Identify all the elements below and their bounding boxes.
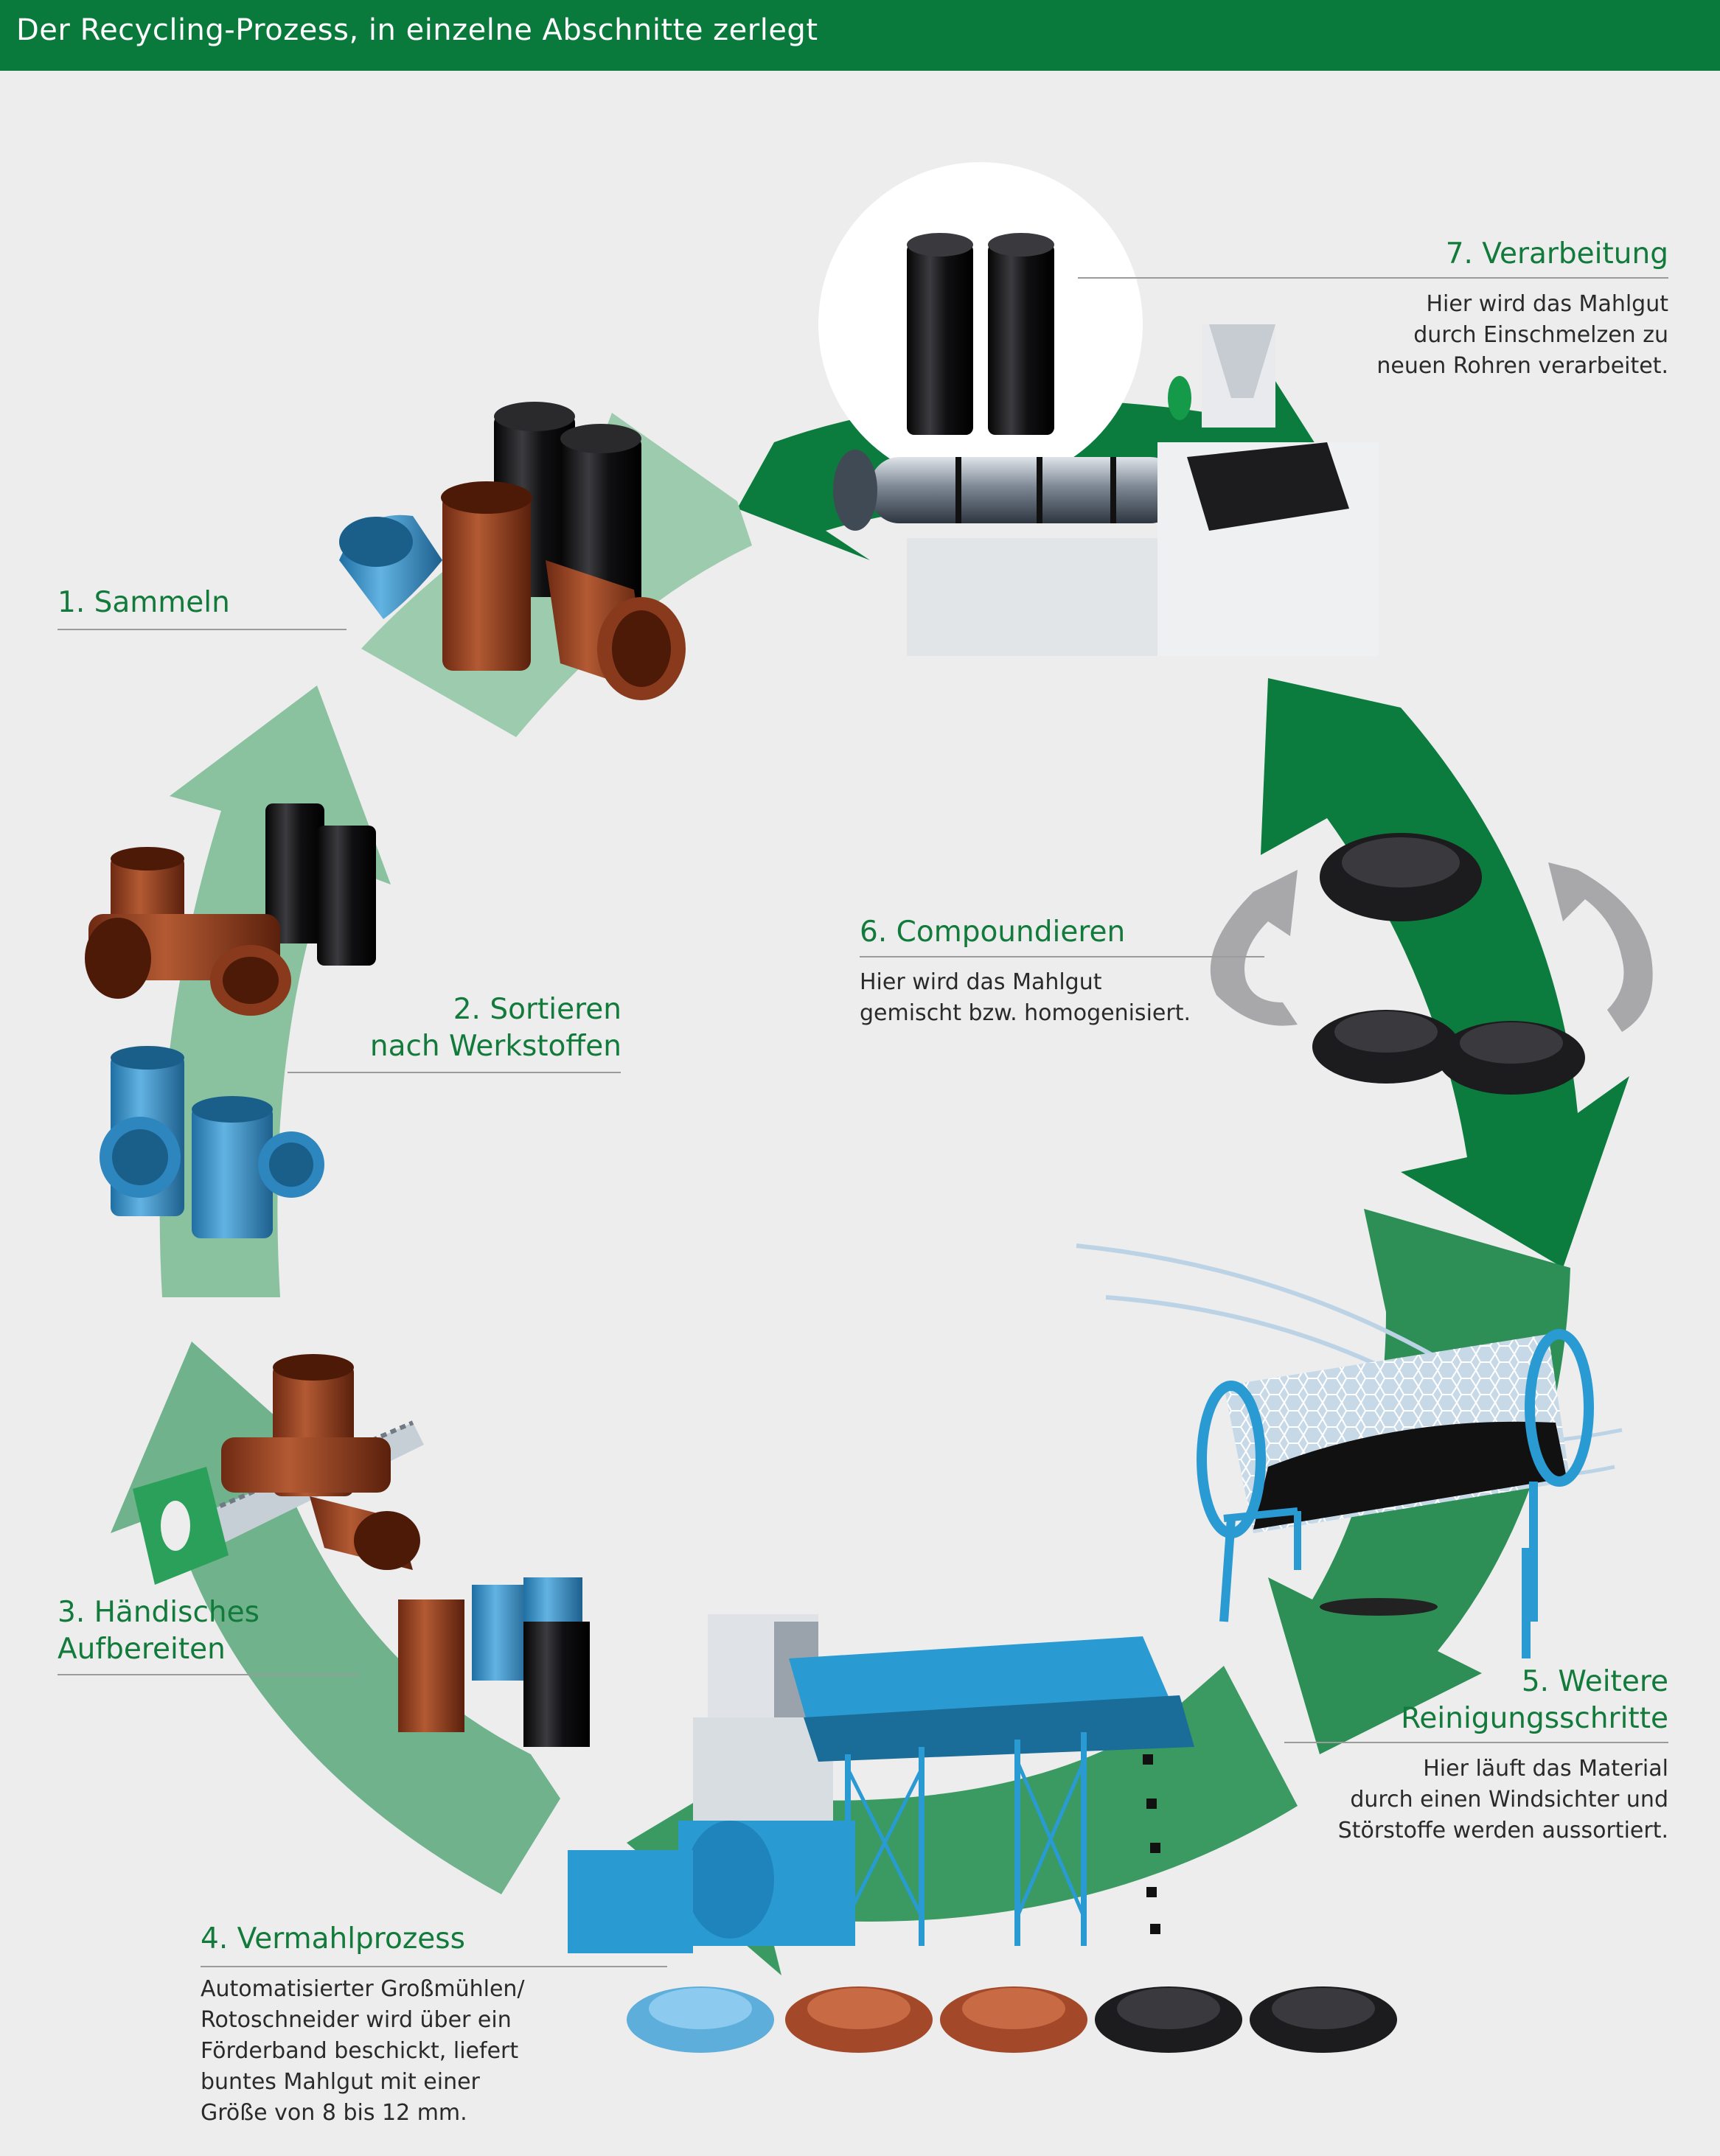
pipe-fittings-icon — [339, 402, 686, 700]
step-4-desc-line-2: Rotoschneider wird über ein — [201, 2007, 512, 2033]
step-4-title: 4. Vermahlprozess — [201, 1922, 465, 1956]
step-1: 1. Sammeln — [58, 585, 230, 621]
pipe-fittings-icon — [221, 1354, 590, 1747]
step-5-title: 5. Weitere Reinigungsschritte — [1338, 1664, 1668, 1737]
step-2-title-line-1: 2. Sortieren — [453, 993, 622, 1026]
step-3-title-line-1: 3. Händisches — [58, 1596, 260, 1629]
page-title: Der Recycling-Prozess, in einzelne Absch… — [16, 13, 818, 47]
step-5-title-line-2: Reinigungsschritte — [1401, 1702, 1668, 1735]
step-5-desc-line-3: Störstoffe werden aussortiert. — [1337, 1818, 1668, 1843]
step-6-description: Hier wird das Mahlgut gemischt bzw. homo… — [860, 967, 1191, 1029]
step-5: 5. Weitere Reinigungsschritte Hier läuft… — [1338, 1664, 1668, 1846]
step-1-title: 1. Sammeln — [58, 586, 230, 619]
step-7: 7. Verarbeitung Hier wird das Mahlgut du… — [1376, 236, 1668, 382]
drum-sieve-icon — [1076, 1243, 1623, 1658]
step-2-title: 2. Sortieren nach Werkstoffen — [370, 991, 622, 1065]
step-4-desc-line-3: Förderband beschickt, liefert — [201, 2038, 519, 2064]
step-7-title: 7. Verarbeitung — [1445, 237, 1668, 271]
grinding-mill-icon — [568, 1614, 1194, 1953]
step-3: 3. Händisches Aufbereiten — [58, 1594, 260, 1668]
step-4-desc-line-1: Automatisierter Großmühlen/ — [201, 1976, 525, 2002]
granulate-pile-icon — [627, 1986, 1397, 2053]
granulate-pile-icon — [1312, 833, 1585, 1095]
step-2: 2. Sortieren nach Werkstoffen — [370, 991, 622, 1065]
step-3-title-line-2: Aufbereiten — [58, 1633, 226, 1666]
step-7-description: Hier wird das Mahlgut durch Einschmelzen… — [1376, 289, 1668, 382]
step-6-desc-line-1: Hier wird das Mahlgut — [860, 969, 1102, 995]
step-6-desc-line-2: gemischt bzw. homogenisiert. — [860, 1000, 1191, 1026]
mixing-arrows-icon — [1210, 862, 1653, 1032]
step-3-title: 3. Händisches Aufbereiten — [58, 1594, 260, 1668]
step-6-title: 6. Compoundieren — [860, 915, 1126, 949]
cycle-segment-6 — [1261, 678, 1629, 1268]
step-4-desc-line-4: buntes Mahlgut mit einer — [201, 2069, 480, 2095]
pipe-fittings-icon — [85, 803, 376, 1238]
step-6: 6. Compoundieren Hier wird das Mahlgut g… — [860, 914, 1191, 1029]
step-5-desc-line-2: durch einen Windsichter und — [1350, 1787, 1668, 1813]
step-7-desc-line-2: durch Einschmelzen zu — [1413, 322, 1668, 348]
step-7-desc-line-1: Hier wird das Mahlgut — [1426, 291, 1668, 317]
step-4-desc-line-5: Größe von 8 bis 12 mm. — [201, 2100, 467, 2126]
step-4: 4. Vermahlprozess Automatisierter Großmü… — [201, 1921, 525, 2129]
step-5-title-line-1: 5. Weitere — [1521, 1665, 1668, 1698]
extruder-machine-icon — [818, 162, 1379, 656]
step-4-description: Automatisierter Großmühlen/ Rotoschneide… — [201, 1974, 525, 2129]
step-5-desc-line-1: Hier läuft das Material — [1423, 1756, 1668, 1782]
step-5-description: Hier läuft das Material durch einen Wind… — [1338, 1754, 1668, 1846]
step-2-title-line-2: nach Werkstoffen — [369, 1030, 622, 1063]
header-bar: Der Recycling-Prozess, in einzelne Absch… — [0, 0, 1720, 71]
step-7-desc-line-3: neuen Rohren verarbeitet. — [1376, 353, 1668, 379]
